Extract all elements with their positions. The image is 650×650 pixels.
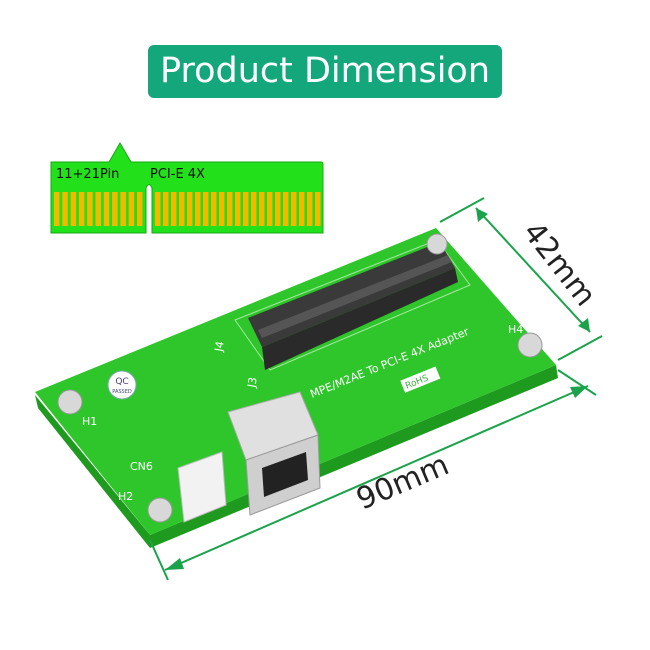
- adapter-board: QC PASSED H1 H2 H4 CN6 J4 J3 MPE/M2AE To…: [35, 228, 558, 548]
- pin: [307, 192, 313, 226]
- pin: [227, 192, 233, 226]
- pin: [259, 192, 265, 226]
- label-h2: H2: [118, 490, 133, 503]
- pin: [315, 192, 321, 226]
- pin-diagram: 11+21Pin PCI-E 4X: [50, 142, 324, 234]
- pin: [291, 192, 297, 226]
- pin: [103, 192, 110, 226]
- pin: [299, 192, 305, 226]
- length-dimension-label: 90mm: [351, 447, 454, 517]
- pin: [163, 192, 169, 226]
- pin: [54, 192, 60, 226]
- page-title: Product Dimension: [148, 45, 502, 98]
- dimension-90mm: [149, 369, 597, 581]
- pin: [171, 192, 177, 226]
- pin: [283, 192, 289, 226]
- pin-count-label: 11+21Pin: [56, 167, 119, 182]
- pin: [187, 192, 193, 226]
- pin: [179, 192, 185, 226]
- pin: [128, 192, 135, 226]
- qc-label: QC: [115, 377, 128, 387]
- pin: [120, 192, 126, 226]
- pin: [62, 192, 68, 226]
- pin: [267, 192, 273, 226]
- pin: [78, 192, 85, 226]
- pci-type-label: PCI-E 4X: [150, 167, 205, 182]
- pin: [243, 192, 249, 226]
- pin: [235, 192, 241, 226]
- pin: [195, 192, 201, 226]
- label-j4: J4: [212, 340, 227, 353]
- pin: [87, 192, 93, 226]
- pin: [275, 192, 281, 226]
- pin: [95, 192, 101, 226]
- pin: [219, 192, 225, 226]
- pin: [211, 192, 217, 226]
- pin: [251, 192, 257, 226]
- label-j3: J3: [245, 376, 260, 389]
- label-h4: H4: [508, 323, 523, 336]
- pin: [112, 192, 118, 226]
- label-cn6: CN6: [130, 460, 153, 473]
- pin: [155, 192, 161, 226]
- pin: [70, 192, 77, 226]
- pin: [137, 192, 143, 226]
- qc-passed-label: PASSED: [112, 389, 132, 395]
- label-h1: H1: [82, 415, 97, 428]
- pin: [203, 192, 209, 226]
- dimension-42mm: [439, 197, 603, 361]
